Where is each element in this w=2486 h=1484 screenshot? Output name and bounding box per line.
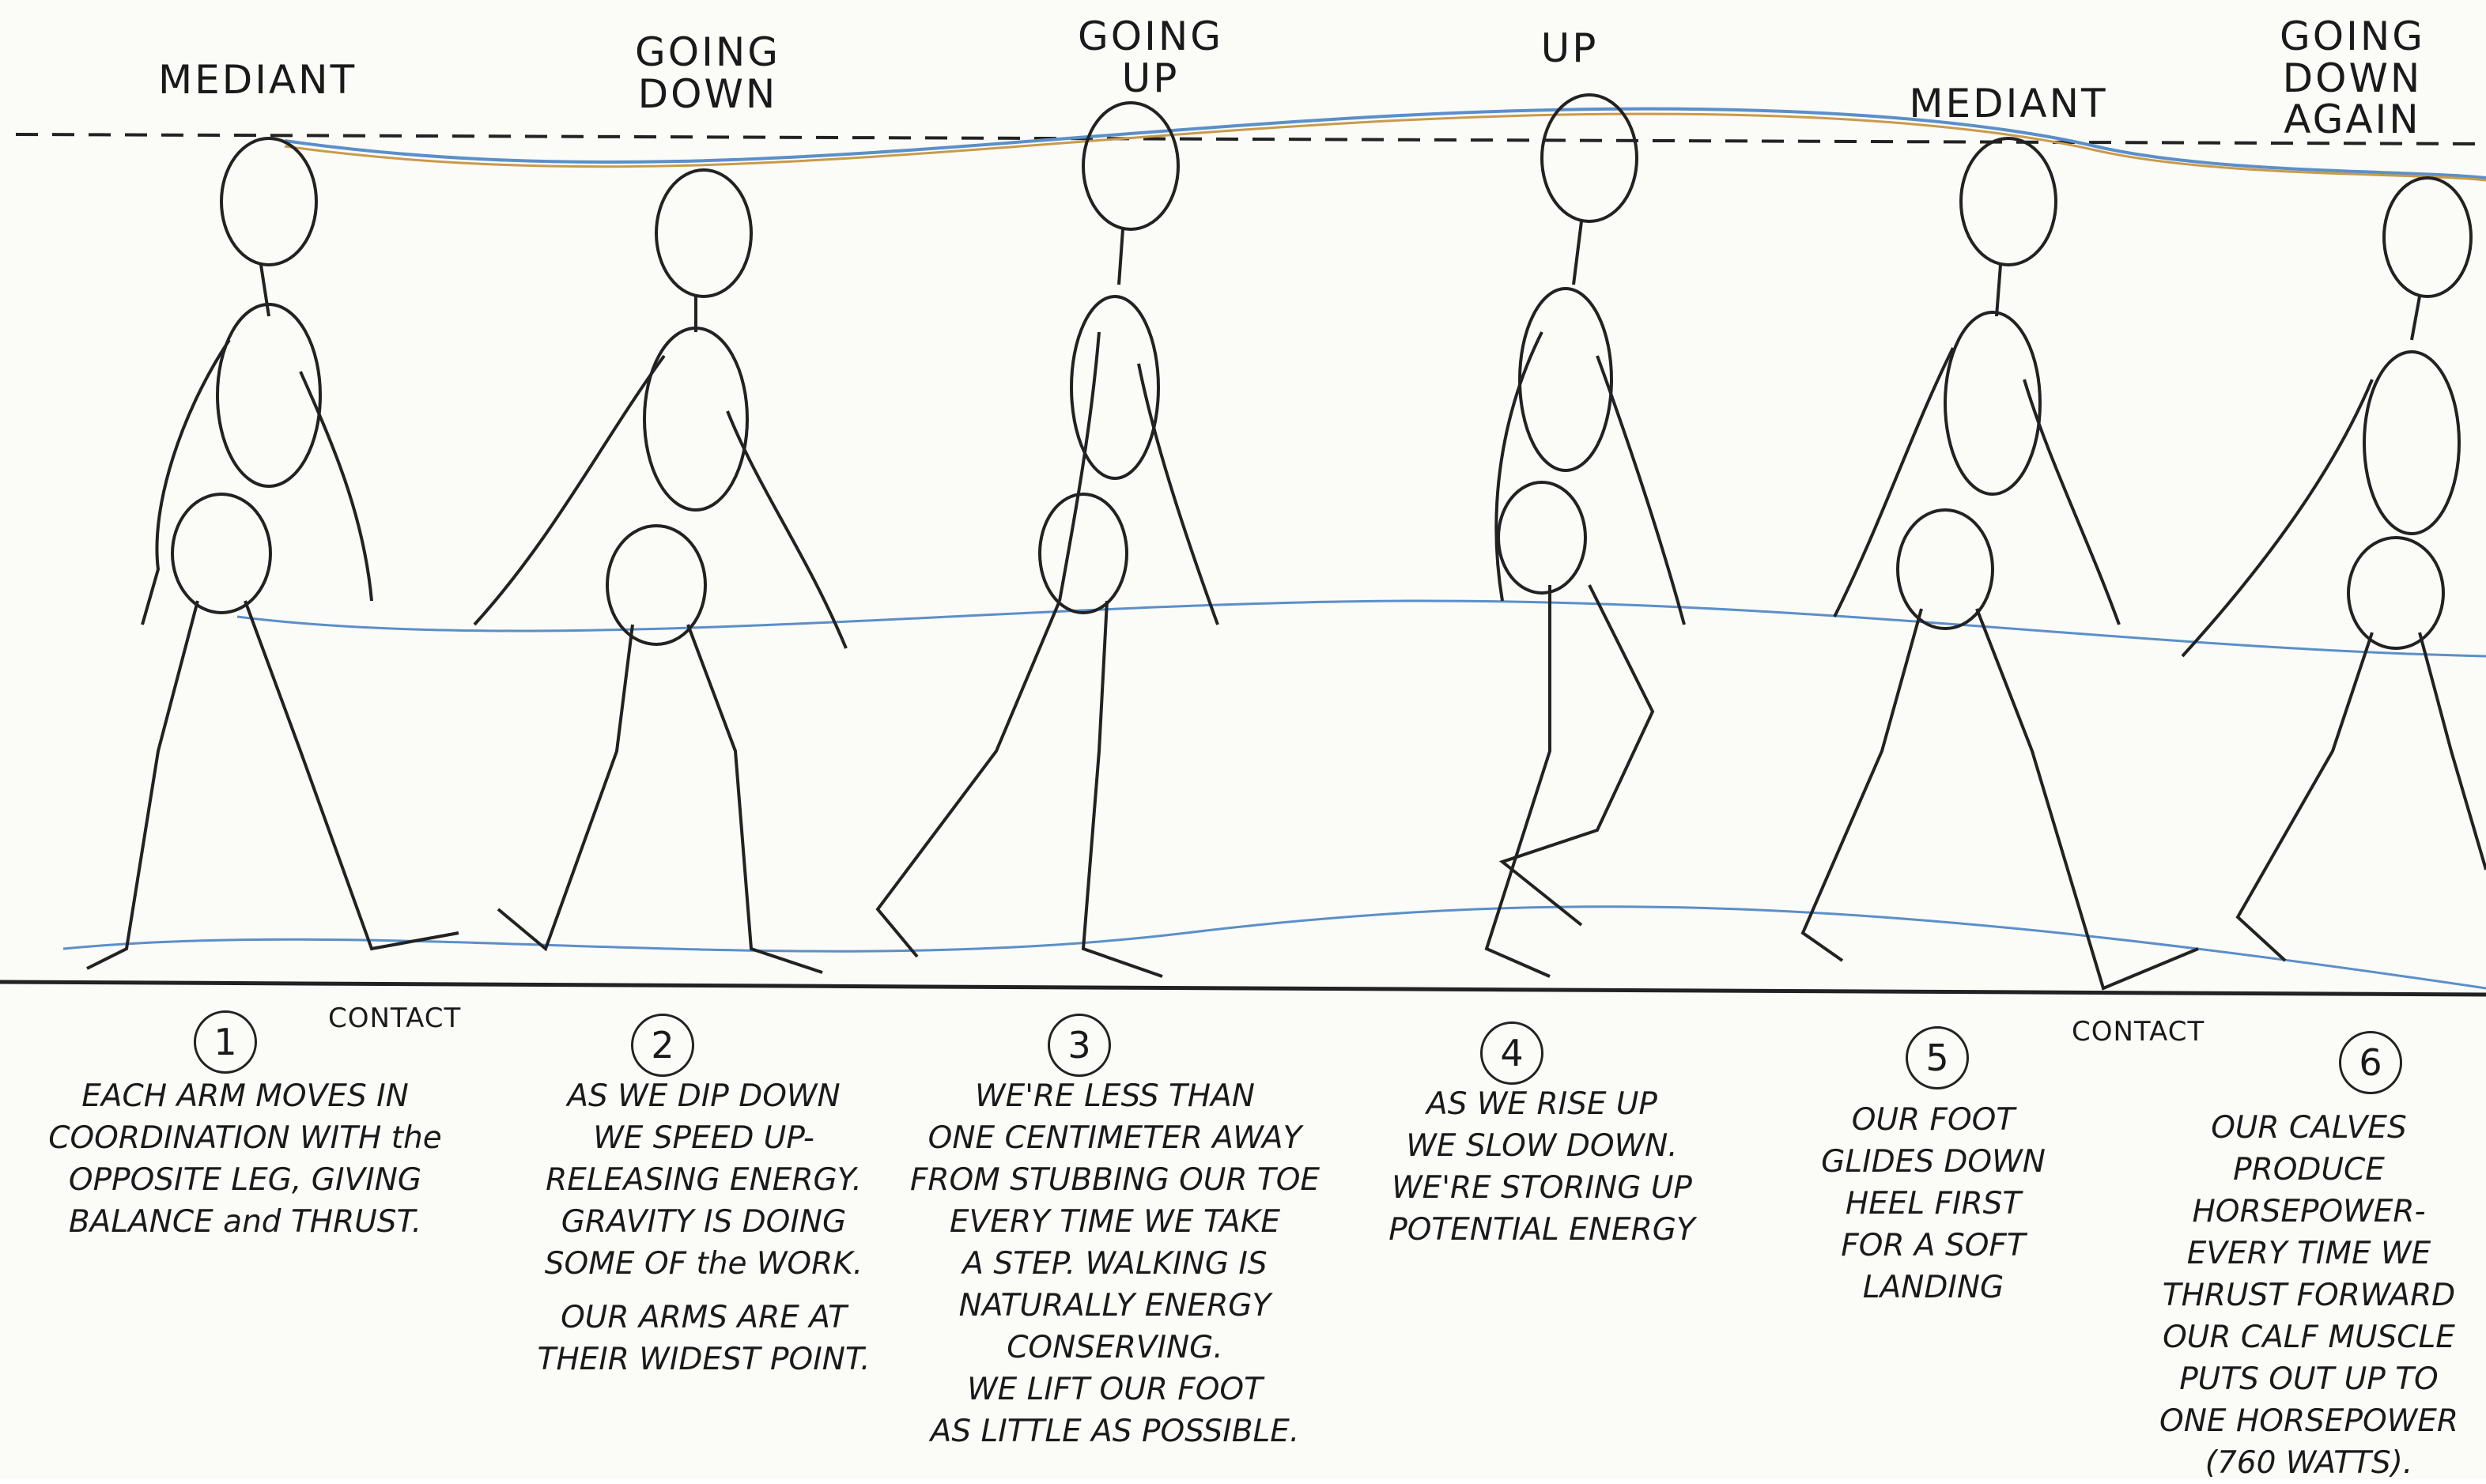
walking-figure-4: [1487, 95, 1684, 976]
step-number-2: 2: [631, 1014, 694, 1077]
note-step-2-arms: OUR ARMS ARE AT THEIR WIDEST POINT.: [514, 1297, 894, 1380]
phase-label-5: MEDIANT: [1898, 83, 2119, 125]
contact-label-2: CONTACT: [2072, 1016, 2205, 1048]
phase-label-1: MEDIANT: [158, 59, 356, 101]
phase-label-6: GOING DOWN AGAIN: [2254, 16, 2451, 141]
step-number-1: 1: [194, 1010, 257, 1074]
contact-label-1: CONTACT: [328, 1003, 461, 1034]
foot-path-curve: [63, 907, 2486, 988]
step-number-3: 3: [1048, 1014, 1111, 1077]
top-dashed-line: [16, 134, 2486, 144]
walking-figure-6: [2182, 178, 2486, 961]
note-step-6: OUR CALVES PRODUCE HORSEPOWER- EVERY TIM…: [2135, 1107, 2483, 1484]
note-step-5: OUR FOOT GLIDES DOWN HEEL FIRST FOR A SO…: [1779, 1099, 2087, 1308]
step-number-6: 6: [2339, 1031, 2402, 1094]
phase-label-4: UP: [1471, 28, 1668, 70]
phase-label-3: GOING UP: [1052, 16, 1249, 99]
phase-label-2: GOING DOWN: [609, 32, 807, 115]
head-path-curve-orange: [285, 114, 2486, 180]
hip-path-curve: [237, 601, 2486, 656]
note-step-3: WE'RE LESS THAN ONE CENTIMETER AWAY FROM…: [894, 1075, 1336, 1452]
walking-figure-5: [1803, 138, 2198, 988]
walking-figure-1: [87, 138, 459, 969]
note-step-1: EACH ARM MOVES IN COORDINATION WITH the …: [32, 1075, 459, 1243]
step-number-5: 5: [1906, 1026, 1969, 1089]
step-number-4: 4: [1480, 1021, 1543, 1085]
walking-figure-3: [878, 103, 1218, 976]
note-step-2: AS WE DIP DOWN WE SPEED UP- RELEASING EN…: [514, 1075, 894, 1285]
walking-figure-2: [474, 170, 846, 972]
note-step-4: AS WE RISE UP WE SLOW DOWN. WE'RE STORIN…: [1360, 1083, 1724, 1251]
